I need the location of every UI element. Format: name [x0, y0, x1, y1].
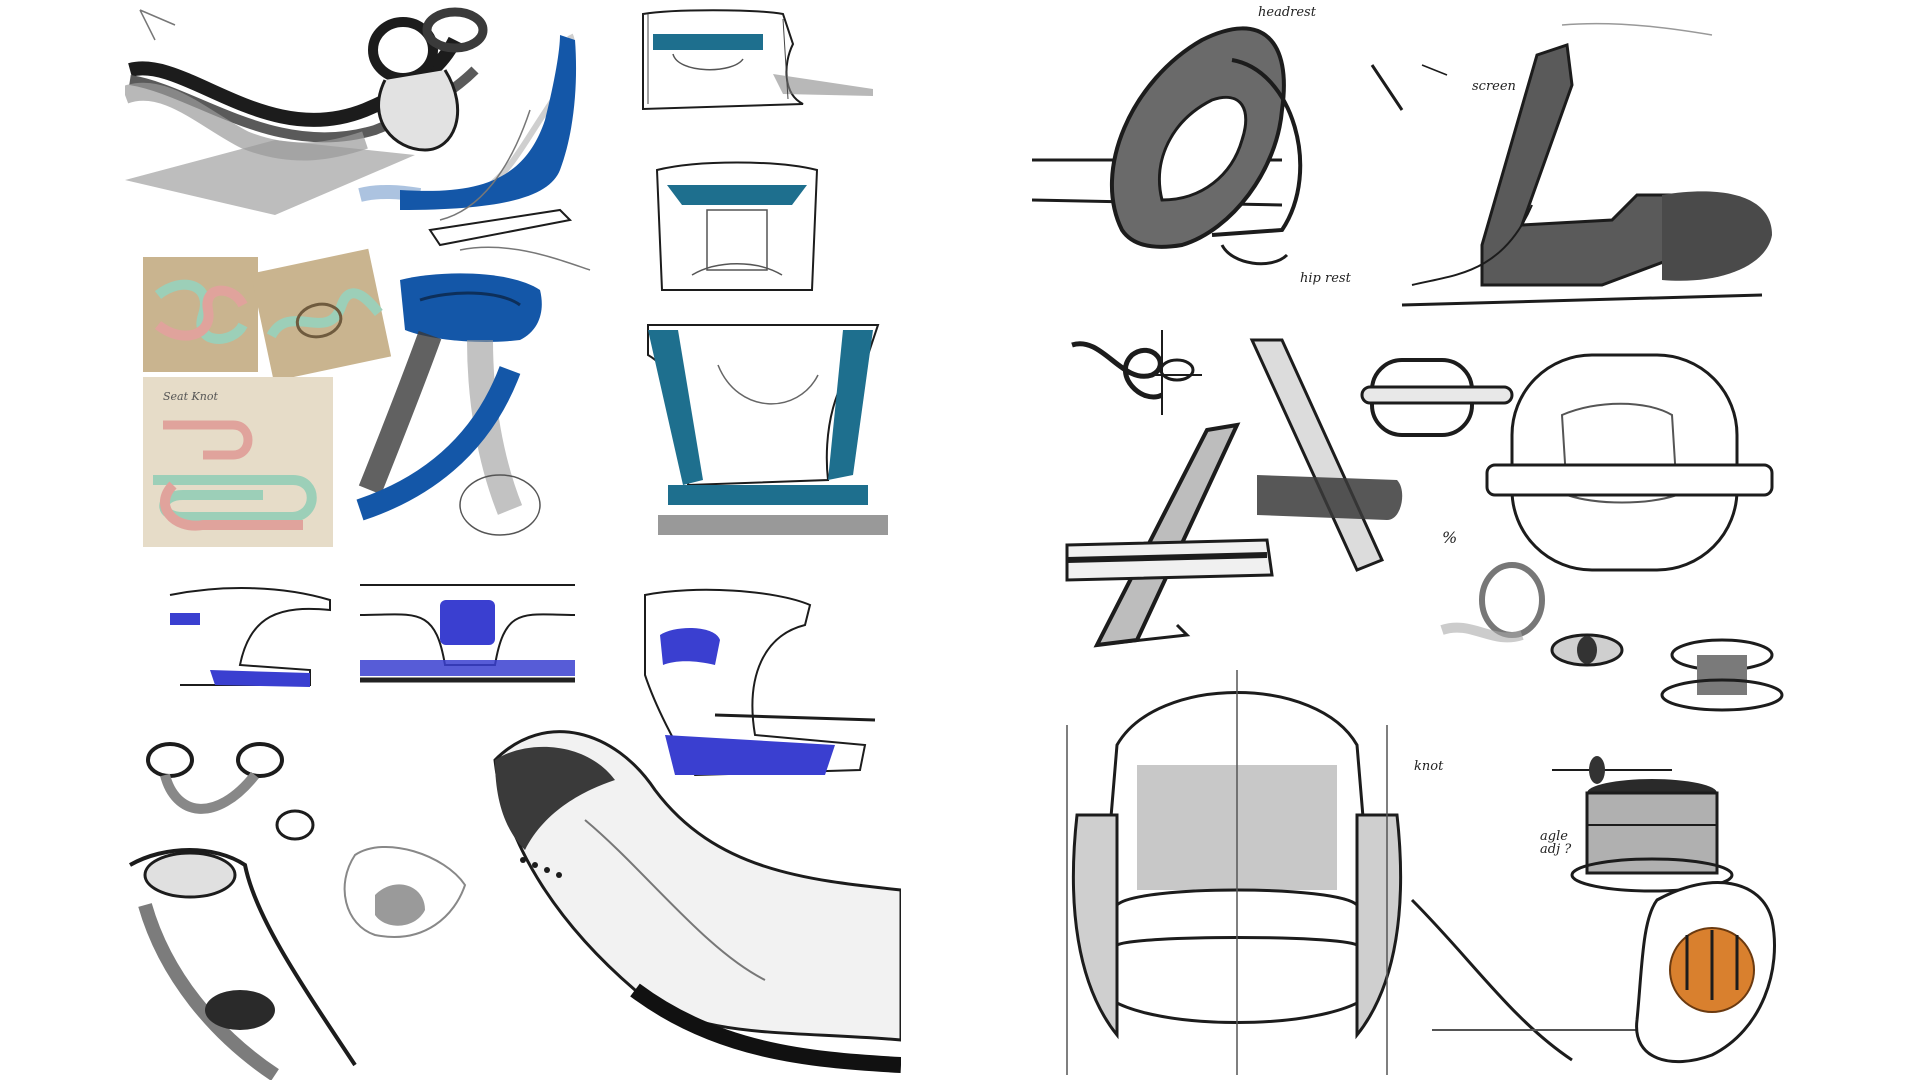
knot-axis-studies	[1550, 633, 1784, 784]
knot-line-studies	[1071, 330, 1202, 415]
handle-loop-sketch	[1360, 358, 1514, 437]
a-frame-seat-sketch	[1065, 338, 1403, 648]
blue-knot-closeup-sketch	[356, 246, 591, 536]
knot-annotation: knot	[1414, 759, 1444, 774]
percent-annotation: %	[1442, 528, 1458, 547]
headrest-seat-sketch	[1032, 26, 1303, 266]
teal-seat-top-view-sketch	[655, 161, 819, 291]
teal-seat-front-view-sketch	[642, 9, 873, 111]
violet-seat-side-sketch	[169, 587, 331, 687]
hip-rest-annotation: hip rest	[1300, 271, 1351, 286]
violet-seat-three-quarter-sketch	[644, 588, 876, 777]
round-seat-pod-sketch	[1485, 353, 1774, 572]
scribble-orb-sketch	[1440, 562, 1545, 643]
large-seat-closeup-sketch	[493, 730, 901, 1073]
right-sketch-board: headrest hip rest screen %	[1032, 0, 1808, 1080]
knot-study-photos: Seat Knot	[143, 248, 392, 547]
left-sketch-board: Seat Knot	[125, 0, 901, 1080]
seat-cylinder-sketch	[1570, 779, 1734, 893]
headrest-annotation: headrest	[1258, 5, 1316, 20]
teal-frame-seat-sketch	[647, 324, 888, 535]
angle-adjust-annotation: agle adj ?	[1540, 829, 1572, 857]
knotted-hammock-seat-sketch	[125, 7, 488, 215]
blue-lounge-chair-sketch	[358, 33, 577, 247]
violet-seat-front-sketch	[359, 584, 576, 683]
knot-detail-studies	[129, 742, 467, 1080]
screen-annotation: screen	[1472, 79, 1516, 94]
knotted-ball-seat-sketch	[1410, 881, 1776, 1063]
large-front-seat-sketch	[1066, 670, 1403, 1075]
paper-note-text: Seat Knot	[163, 390, 218, 403]
screen-seat-sketch	[1370, 22, 1772, 307]
